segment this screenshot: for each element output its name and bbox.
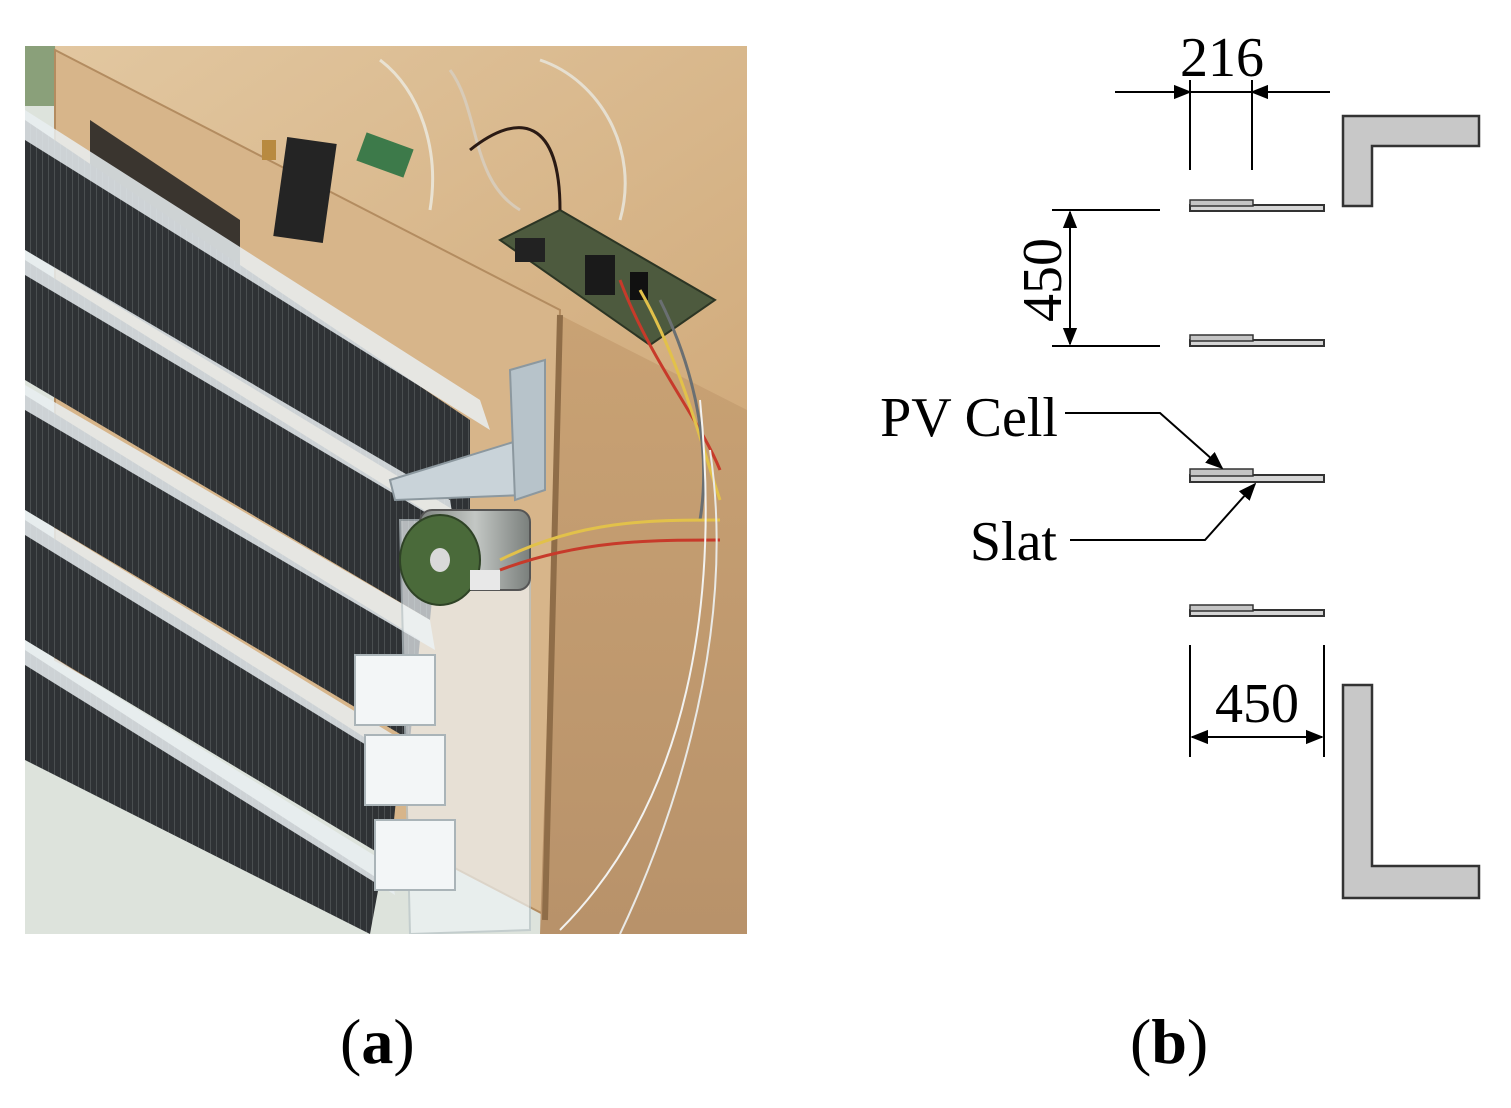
slat-3 [1189, 468, 1325, 483]
slat-2 [1189, 334, 1325, 347]
leader-pv-cell: PV Cell [880, 387, 1224, 470]
label-slat: Slat [970, 511, 1058, 573]
panel-label-a: (a) [340, 1006, 415, 1077]
dimension-label-450-bottom: 450 [1215, 673, 1299, 735]
dimension-top: 216 [1115, 27, 1330, 170]
panel-letter-b: b [1151, 1006, 1187, 1077]
louver-array [25, 110, 490, 934]
box-side-wall [540, 315, 747, 934]
dimension-label-216: 216 [1180, 27, 1264, 89]
board-window [273, 137, 337, 243]
panel-letter-a: a [361, 1006, 394, 1077]
slat-4 [1189, 604, 1325, 617]
leader-slat: Slat [970, 482, 1257, 573]
panel-label-b: (b) [1130, 1006, 1209, 1077]
photo-panel-a [25, 46, 747, 934]
wires [379, 58, 722, 934]
diagram-panel-b: 216 450 [880, 27, 1481, 900]
label-pv-cell: PV Cell [880, 387, 1058, 449]
stepper-motor [399, 509, 531, 606]
dimension-vertical: 450 [1012, 209, 1160, 347]
dimension-label-450-vertical: 450 [1012, 238, 1074, 322]
dimension-bottom: 450 [1189, 645, 1325, 757]
wall-bracket-top [1341, 114, 1481, 208]
wall-bracket-bottom [1341, 683, 1481, 900]
slat-1 [1189, 199, 1325, 212]
